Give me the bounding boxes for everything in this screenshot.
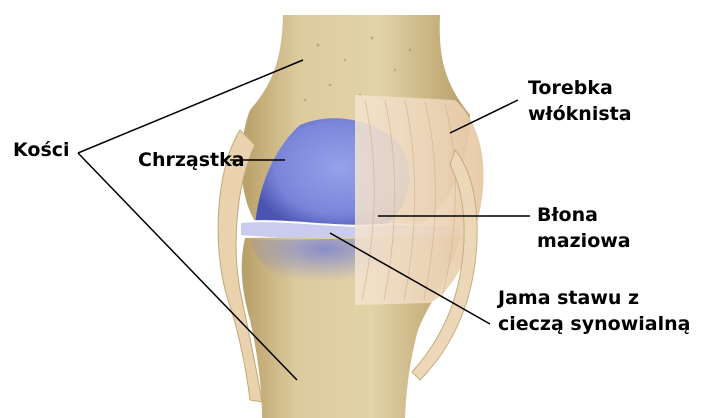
label-fibrous-capsule: Torebka włóknista (528, 75, 632, 127)
label-fibrous-capsule-line1: Torebka (528, 75, 632, 101)
label-synovial-membrane-line2: maziowa (537, 228, 631, 254)
label-synovial-membrane-line1: Błona (537, 202, 631, 228)
label-bones-text: Kości (13, 137, 70, 163)
label-bones: Kości (13, 137, 70, 163)
label-cartilage: Chrząstka (138, 147, 245, 173)
label-joint-cavity-line2: cieczą synowialną (498, 311, 690, 337)
label-joint-cavity: Jama stawu z cieczą synowialną (498, 285, 690, 337)
label-fibrous-capsule-line2: włóknista (528, 101, 632, 127)
label-joint-cavity-line1: Jama stawu z (498, 285, 690, 311)
label-synovial-membrane: Błona maziowa (537, 202, 631, 254)
label-cartilage-text: Chrząstka (138, 147, 245, 173)
